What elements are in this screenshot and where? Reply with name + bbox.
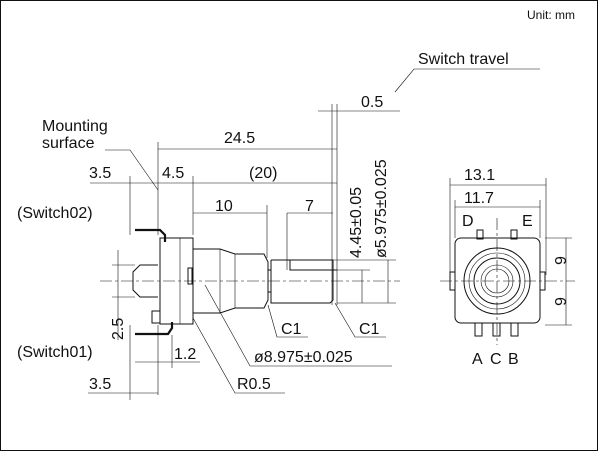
- encoder-side-view: [100, 228, 400, 336]
- dim-2-5: 2.5: [110, 318, 127, 340]
- c1-leader: [334, 302, 386, 338]
- pin-d-label: D: [462, 213, 474, 230]
- switch01-lead: [135, 322, 174, 336]
- r0-5-leader: [192, 317, 285, 394]
- dim-3-5-top: 3.5: [89, 165, 111, 182]
- front-body: [454, 237, 541, 324]
- shaft-flat: [289, 260, 337, 271]
- dim-11-7: 11.7: [464, 190, 494, 207]
- pin-a-label: A: [472, 351, 483, 368]
- dim-r0-5: R0.5: [237, 376, 271, 393]
- dim-c1-b: C1: [359, 321, 380, 338]
- dim-6-bottom: 6: [551, 297, 568, 306]
- dim-10: 10: [215, 198, 233, 215]
- dim-1-2: 1.2: [174, 346, 196, 363]
- pin-c-label: C: [490, 351, 502, 368]
- switch-travel-leader: [394, 68, 540, 93]
- switch-travel-label: Switch travel: [418, 51, 509, 68]
- shaft: [270, 259, 334, 304]
- mounting-surface-label: Mounting: [42, 118, 108, 135]
- bushing-dia-leader: [204, 284, 392, 367]
- unit-label: Unit: mm: [527, 8, 575, 22]
- pin-e-label: E: [522, 213, 533, 230]
- dim-4-5: 4.5: [162, 165, 184, 182]
- dim-flat: 4.45±0.05: [348, 187, 365, 258]
- dim-bushing-dia: ø8.975±0.025: [254, 349, 353, 366]
- encoder-front-view: [440, 218, 575, 345]
- bushing: [192, 248, 269, 314]
- pin-b: [510, 322, 519, 337]
- switch01-label: (Switch01): [17, 344, 93, 361]
- dim-7: 7: [305, 198, 314, 215]
- dim-shaft-dia: ø5.975±0.025: [373, 159, 390, 258]
- pin-a: [474, 322, 483, 337]
- switch02-label: (Switch02): [17, 205, 93, 222]
- dim-13-1: 13.1: [464, 167, 495, 184]
- mounting-surface-label-2: surface: [42, 135, 95, 152]
- mounting-surface-leader: [105, 149, 159, 191]
- c1-leader: [267, 304, 308, 338]
- dim-6-top: 6: [551, 256, 568, 265]
- dim-3-5-bottom: 3.5: [89, 376, 111, 393]
- pin-b-label: B: [508, 351, 519, 368]
- dim-20: (20): [249, 165, 277, 182]
- dim-travel: 0.5: [361, 94, 383, 111]
- dim-c1-a: C1: [281, 321, 302, 338]
- housing-slot: [187, 267, 193, 285]
- pin-d: [476, 229, 484, 240]
- terminal-tab: [151, 310, 161, 324]
- dim-overall: 24.5: [224, 130, 255, 147]
- pin-e: [510, 229, 518, 240]
- pin-c: [492, 322, 501, 337]
